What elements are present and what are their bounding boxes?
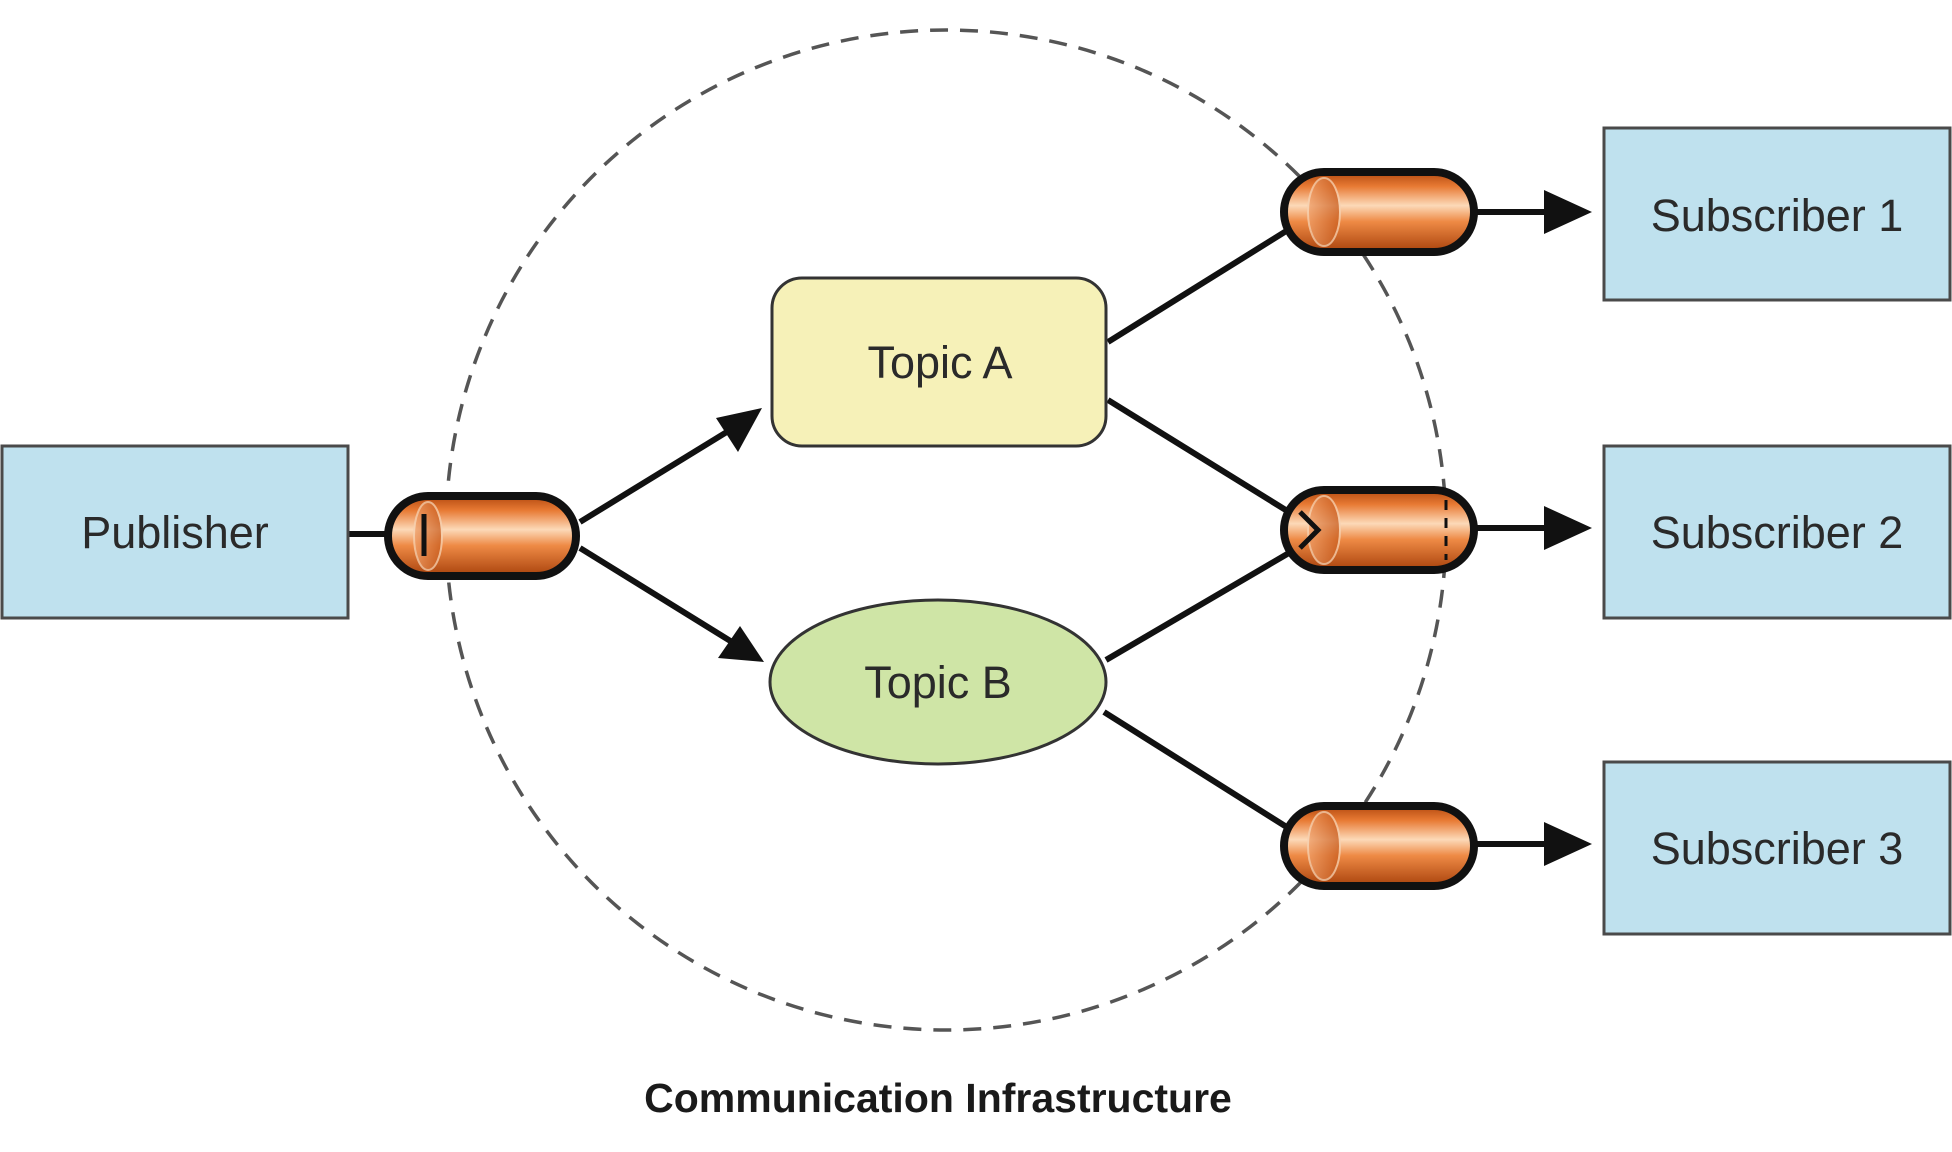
arrowhead-topic-b bbox=[718, 626, 764, 662]
subscriber-2-label: Subscriber 2 bbox=[1651, 507, 1904, 558]
subscriber-1-label: Subscriber 1 bbox=[1651, 190, 1904, 241]
arrowhead-subscriber-2 bbox=[1544, 506, 1592, 550]
arrowhead-subscriber-1 bbox=[1544, 190, 1592, 234]
publisher-label: Publisher bbox=[81, 507, 269, 558]
subscriber-2-node: Subscriber 2 bbox=[1602, 444, 1952, 620]
arrowhead-topic-a bbox=[716, 408, 762, 452]
publisher-channel-pipe bbox=[384, 492, 580, 580]
edge-topic-b-to-sub3-channel bbox=[1102, 709, 1322, 851]
join-mark-sub2 bbox=[1298, 510, 1322, 550]
subscriber-3-channel-pipe bbox=[1280, 802, 1478, 890]
arrowhead-subscriber-3 bbox=[1544, 822, 1592, 866]
edge-channel-to-topic-a bbox=[578, 427, 732, 525]
subscriber-3-node: Subscriber 3 bbox=[1602, 760, 1952, 936]
topic-a-node: Topic A bbox=[770, 276, 1108, 448]
topic-b-label: Topic B bbox=[864, 657, 1012, 708]
subscriber-1-channel-pipe bbox=[1280, 168, 1478, 256]
subscriber-2-channel-pipe bbox=[1280, 486, 1478, 574]
topic-b-node: Topic B bbox=[768, 598, 1108, 766]
edge-channel-to-topic-b bbox=[578, 545, 734, 645]
diagram-caption: Communication Infrastructure bbox=[644, 1075, 1232, 1121]
topic-a-label: Topic A bbox=[867, 337, 1012, 388]
edge-topic-b-to-sub2-channel bbox=[1104, 533, 1320, 663]
publisher-node: Publisher bbox=[0, 444, 350, 620]
edge-topic-a-to-sub2-channel bbox=[1106, 397, 1320, 533]
subscriber-1-node: Subscriber 1 bbox=[1602, 126, 1952, 302]
subscriber-3-label: Subscriber 3 bbox=[1651, 823, 1904, 874]
